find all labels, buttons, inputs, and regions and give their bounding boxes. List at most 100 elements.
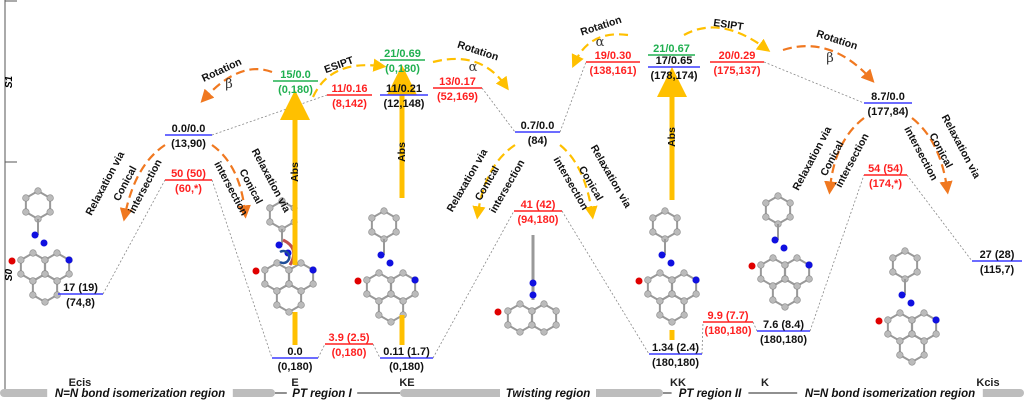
esipt-left-label: ESIPT <box>323 54 356 76</box>
region-label-bg <box>797 387 983 399</box>
level-energy-label: 41 (42) <box>521 199 556 211</box>
level-ts-twist-kk-s1: 19/0.30 (138,161) <box>586 50 640 77</box>
abs-label-ke: Abs <box>396 142 408 162</box>
state-label-e: E <box>291 377 298 389</box>
abs-label-e: Abs <box>289 162 301 182</box>
relaxation-label: intersection <box>833 132 872 190</box>
level-angle-label: (180,180) <box>760 334 807 346</box>
region-label: Twisting region <box>506 388 591 400</box>
level-angle-label: (175,137) <box>713 65 760 77</box>
connector-line <box>102 179 166 295</box>
molecule-kk <box>635 207 700 326</box>
level-ecis-s0: 17 (19)(74,8) <box>58 282 103 309</box>
level-angle-label: (0,180) <box>385 63 420 75</box>
level-energy-label: 50 (50) <box>171 168 206 180</box>
level-twist-s1: 0.7/0.0(84) <box>515 120 560 147</box>
esipt-right-label: ESIPT <box>713 17 745 33</box>
level-k-s1: 8.7/0.0(177,84) <box>864 91 912 118</box>
region-label-bg <box>671 387 749 399</box>
level-angle-label: (74,8) <box>66 297 95 309</box>
level-ts-kk-k-s1: 20/0.29 (175,137) <box>710 50 764 77</box>
molecule-ke <box>354 207 419 326</box>
level-angle-label: (177,84) <box>868 106 909 118</box>
level-ts-e-ke-s1: 11/0.16 (8,142) <box>327 83 372 110</box>
connector-line <box>809 174 865 332</box>
level-ts-kk-k-s0: 9.9 (7.7) (180,180) <box>703 310 753 337</box>
level-energy-label: 21/0.69 <box>384 48 421 60</box>
level-angle-label: (0,180) <box>278 84 313 96</box>
beta-left-symbol: β <box>225 77 233 92</box>
level-energy-label: 7.6 (8.4) <box>763 319 804 331</box>
level-k-s0: 7.6 (8.4) (180,180) <box>757 319 810 346</box>
connector-line <box>432 210 515 359</box>
level-angle-label: (94,180) <box>518 214 559 226</box>
abs-label-kk: Abs <box>666 127 678 147</box>
level-angle-label: (84) <box>528 135 548 147</box>
level-energy-label: 1.34 (2.4) <box>652 342 699 354</box>
region-label: N=N bond isomerization region <box>805 388 975 400</box>
region-label: PT region II <box>679 388 742 400</box>
alpha-right-symbol: α <box>596 35 605 50</box>
region-label-bg <box>286 387 358 399</box>
level-energy-label: 21/0.67 <box>653 43 690 55</box>
level-angle-label: (8,142) <box>332 98 367 110</box>
level-angle-label: (0,180) <box>332 347 367 359</box>
rotation-beta-left-label: Rotation <box>200 56 244 85</box>
level-ts-ke-twist-s1: 13/0.17(52,169) <box>433 76 482 103</box>
state-label-kcis: Kcis <box>976 377 999 389</box>
molecule-twisted <box>494 235 560 336</box>
level-energy-label: 9.9 (7.7) <box>708 310 749 322</box>
level-ts-ecis-e-s0: 50 (50)(60,*) <box>165 168 212 195</box>
level-angle-label: (180,180) <box>704 325 751 337</box>
level-e-s1-fc: 15/0.0 (0,180) <box>273 69 318 96</box>
level-energy-label: 11/0.16 <box>331 83 367 95</box>
state-label-kk: KK <box>670 377 686 389</box>
level-angle-label: (52,169) <box>437 91 478 103</box>
molecule-ecis <box>8 187 73 306</box>
region-label-bg <box>47 387 233 399</box>
level-angle-label: (138,161) <box>589 65 636 77</box>
connector-line <box>211 179 273 359</box>
level-ke-s1-fc: 21/0.69 (0,180) <box>380 48 425 75</box>
level-ecis-s1: 0.0/0.0(13,90) <box>165 123 212 150</box>
connector-line <box>763 61 865 104</box>
level-ts-twist-s0: 41 (42) (94,180) <box>514 199 562 226</box>
region-labels: N=N bond isomerization region PT region I… <box>47 387 983 400</box>
connector-line <box>701 321 704 355</box>
molecule-kcis <box>875 247 940 366</box>
connector-line <box>211 94 328 136</box>
level-kk-s1: 17/0.65(178,174) <box>648 55 700 82</box>
level-energy-label: 54 (54) <box>868 163 903 175</box>
molecule-e <box>252 197 317 316</box>
level-kk-s0: 1.34 (2.4) (180,180) <box>649 342 702 369</box>
level-angle-label: (174,*) <box>869 178 902 190</box>
molecule-structures <box>8 187 940 366</box>
level-e-s0: 0.0(0,180) <box>272 346 318 373</box>
level-angle-label: (178,174) <box>650 70 697 82</box>
level-angle-label: (13,90) <box>171 138 206 150</box>
level-energy-label: 20/0.29 <box>719 50 756 62</box>
level-energy-label: 0.0 <box>287 346 302 358</box>
level-ts-e-ke-s0: 3.9 (2.5) (0,180) <box>325 332 373 359</box>
connector-line <box>752 321 758 332</box>
level-angle-label: (180,180) <box>652 357 699 369</box>
molecule-k <box>748 192 813 311</box>
level-energy-label: 19/0.30 <box>595 50 632 62</box>
state-label-k: K <box>761 377 769 389</box>
level-ke-s0: 0.11 (1.7)(0,180) <box>380 346 433 373</box>
beta-right-symbol: β <box>826 51 834 66</box>
level-energy-label: 0.11 (1.7) <box>383 346 430 358</box>
level-angle-label: (115,7) <box>980 264 1015 276</box>
level-energy-label: 15/0.0 <box>280 69 311 81</box>
level-angle-label: (12,148) <box>384 98 425 110</box>
level-kcis-s0: 27 (28)(115,7) <box>972 249 1022 276</box>
level-energy-label: 11/0.21 <box>386 83 422 95</box>
rotation-beta-right-label: Rotation <box>815 28 859 53</box>
region-label-bg <box>500 387 596 399</box>
level-energy-label: 3.9 (2.5) <box>329 332 370 344</box>
energy-levels: 0.0/0.0(13,90) 15/0.0 (0,180) 11/0.16 (8,142… <box>58 43 1022 373</box>
connector-line <box>481 87 516 133</box>
level-ts-k-kcis-s0: 54 (54) (174,*) <box>864 163 907 190</box>
